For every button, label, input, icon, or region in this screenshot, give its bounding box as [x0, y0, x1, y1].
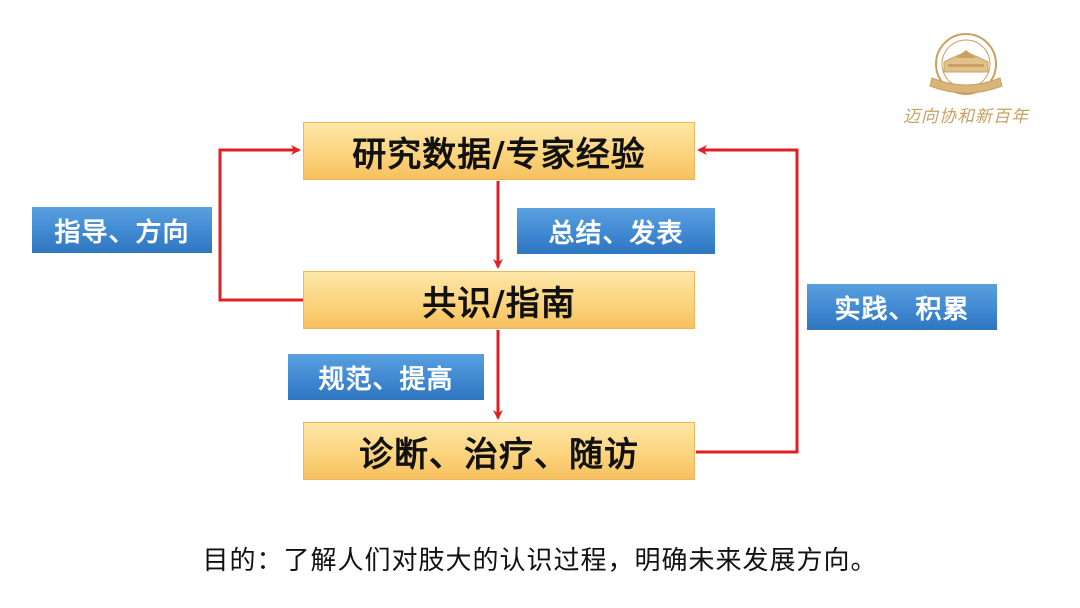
arrow-consensus-to-research-left: [218, 145, 303, 302]
caption-purpose: 目的：了解人们对肢大的认识过程，明确未来发展方向。: [202, 546, 878, 576]
hospital-building-icon: [929, 33, 1003, 95]
node-consensus-guideline: 共识/指南: [303, 271, 695, 329]
hospital-logo: 迈向协和新百年: [896, 28, 1036, 128]
arrow-practice-to-research-right: [696, 145, 799, 454]
label-practice-accumulate: 实践、积累: [807, 284, 997, 330]
node-research-data: 研究数据/专家经验: [303, 122, 695, 180]
label-guide-direction: 指导、方向: [32, 207, 212, 253]
label-summarize-publish: 总结、发表: [517, 208, 715, 254]
label-standardize-improve: 规范、提高: [288, 354, 484, 400]
node-diagnosis-treatment: 诊断、治疗、随访: [303, 422, 695, 480]
logo-slogan: 迈向协和新百年: [903, 107, 1029, 127]
